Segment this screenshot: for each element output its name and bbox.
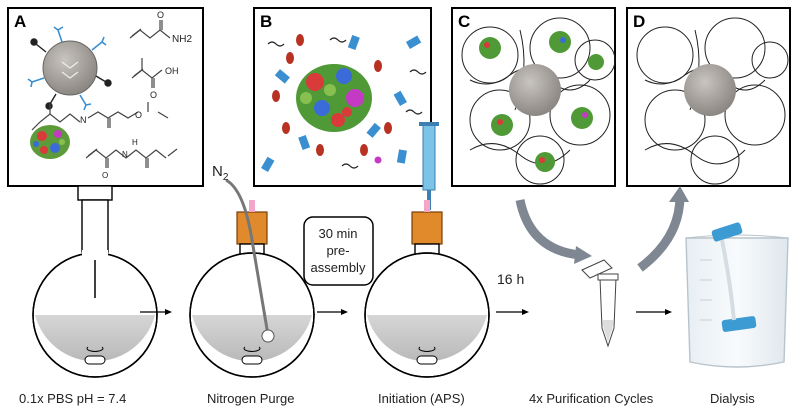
core-nanoparticle-d [684,64,736,116]
step-caption-3: Initiation (APS) [378,391,465,406]
amine-nitrogen: N [80,115,87,125]
panel-c: C [451,7,616,187]
microcentrifuge-tube [581,259,619,348]
panel-d: D [626,7,791,187]
nitrogen-symbol: N [212,163,223,180]
panel-d-letter: D [633,12,645,31]
curved-arrow-to-panel-d [637,195,685,272]
methacrylic-acid-structure [131,58,163,88]
flask-nitrogen [189,178,315,378]
flask-initiation [364,122,490,378]
panel-c-letter: C [458,12,470,31]
acid-oxygen: O [150,90,157,100]
crosslinker-oxygen: O [102,171,108,180]
polymer-network-d [636,17,789,185]
monomer-swarm [261,34,427,173]
step-caption-2: Nitrogen Purge [207,391,294,406]
ester-oxygen: O [135,110,142,120]
curved-arrow-to-tube [515,199,581,260]
polymer-network-c [461,17,616,185]
deaema-structure [31,102,169,131]
panel-a: A [7,7,204,187]
nitrogen-gas-label: N2 [212,163,229,183]
callout-line-3: assembly [311,260,366,275]
syringe-barrel [422,123,436,191]
encapsulated-proteins-c [479,31,604,172]
flask-pbs [32,185,158,378]
dialysis-clip-top [711,222,743,242]
nitrogen-subscript: 2 [223,172,229,183]
step-caption-1: 0.1x PBS pH = 7.4 [19,391,126,406]
bisacrylamide-structure [85,148,178,168]
panel-b: B [253,7,432,187]
protein-icon [30,125,70,159]
amine-nh2: NH2 [172,34,192,45]
duration-label: 16 h [497,271,524,287]
protein-cluster [296,64,372,132]
acid-oh: OH [165,66,179,76]
core-nanoparticle-c [509,64,561,116]
panel-a-letter: A [14,12,26,31]
preassembly-callout: 30 min pre- assembly [303,216,374,286]
dialysis-beaker [685,222,789,368]
amide-oxygen: O [157,10,164,20]
seeded-nanoparticle [27,26,112,111]
dialysis-clip-bottom [721,316,757,332]
callout-line-1: 30 min [318,226,357,241]
step-caption-5: Dialysis [710,391,755,406]
callout-line-2: pre- [326,243,349,258]
panel-b-letter: B [260,12,272,31]
step-caption-4: 4x Purification Cycles [529,391,654,406]
acrylamide-structure [129,20,171,39]
crosslinker-hydrogen: H [132,138,138,147]
crosslinker-nitrogen: N [122,150,128,159]
